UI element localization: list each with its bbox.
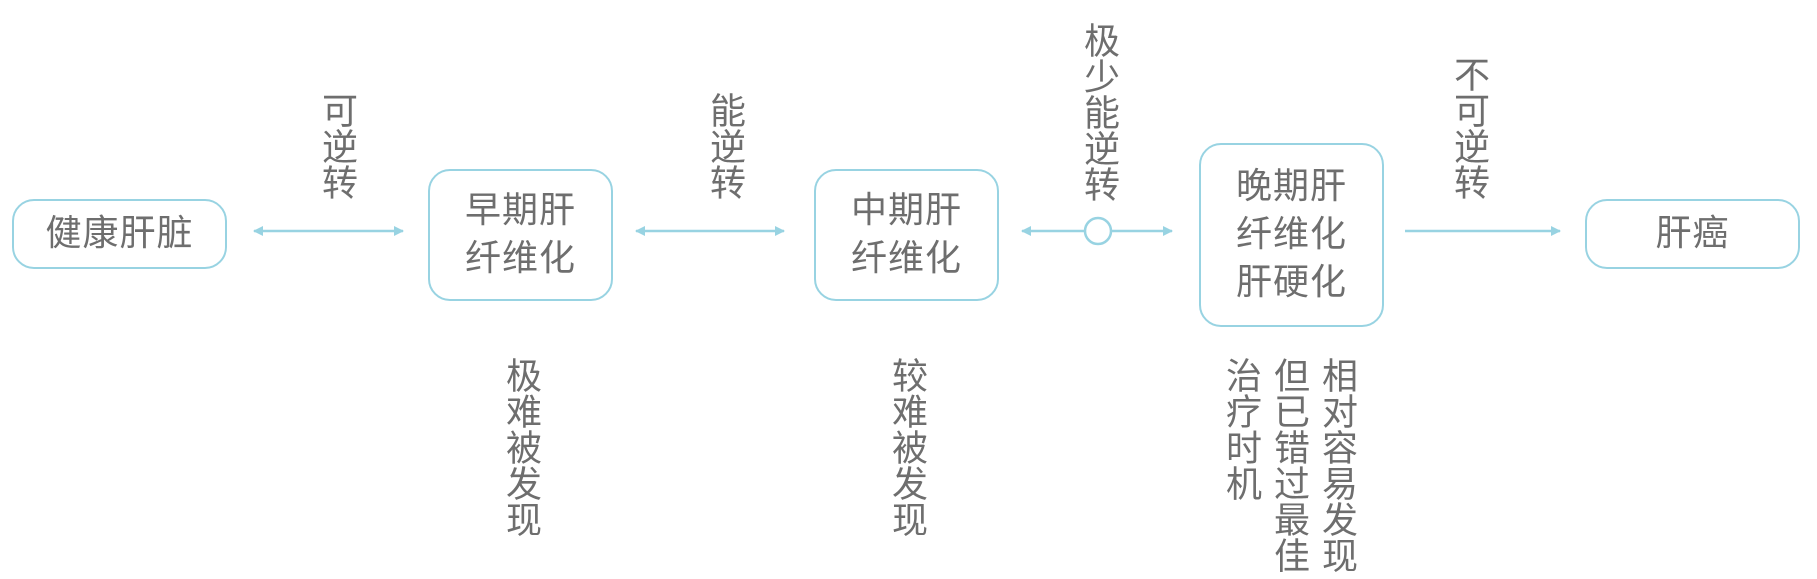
- stage-late-line-2: 纤维化: [1235, 214, 1347, 255]
- stage-early-fibrosis: 早期肝 纤维化: [428, 169, 613, 301]
- note-late-line-2: 但已错过最佳: [1268, 357, 1309, 573]
- stage-middle-fibrosis-line-1: 中期肝: [850, 190, 962, 231]
- note-early-detection: 极难被发现: [500, 357, 541, 537]
- transition-label-irreversible: 不可逆转: [1448, 56, 1489, 200]
- stage-late-line-1: 晚期肝: [1235, 166, 1347, 207]
- stage-healthy-liver: 健康肝脏: [12, 199, 227, 269]
- stage-late-line-3: 肝硬化: [1235, 262, 1347, 303]
- transition-label-rarely-reversible: 极少能逆转: [1078, 22, 1119, 202]
- stage-middle-fibrosis: 中期肝 纤维化: [814, 169, 999, 301]
- stage-early-fibrosis-line-2: 纤维化: [464, 238, 576, 279]
- note-late-detection: 相对容易发现 但已错过最佳 治疗时机: [1220, 357, 1364, 573]
- transition-label-reversible: 可逆转: [316, 92, 357, 200]
- stage-healthy-liver-line-1: 健康肝脏: [45, 213, 194, 254]
- stage-liver-cancer-line-1: 肝癌: [1655, 213, 1730, 254]
- stage-late-fibrosis-cirrhosis: 晚期肝 纤维化 肝硬化: [1199, 143, 1384, 327]
- stage-liver-cancer: 肝癌: [1585, 199, 1800, 269]
- note-late-line-3: 治疗时机: [1220, 357, 1261, 501]
- note-late-line-1: 相对容易发现: [1316, 357, 1357, 573]
- stage-early-fibrosis-line-1: 早期肝: [464, 190, 576, 231]
- stage-middle-fibrosis-line-2: 纤维化: [850, 238, 962, 279]
- note-middle-detection: 较难被发现: [886, 357, 927, 537]
- transition-label-can-reverse: 能逆转: [704, 92, 745, 200]
- arrow-middle-late-circle: [1083, 216, 1113, 246]
